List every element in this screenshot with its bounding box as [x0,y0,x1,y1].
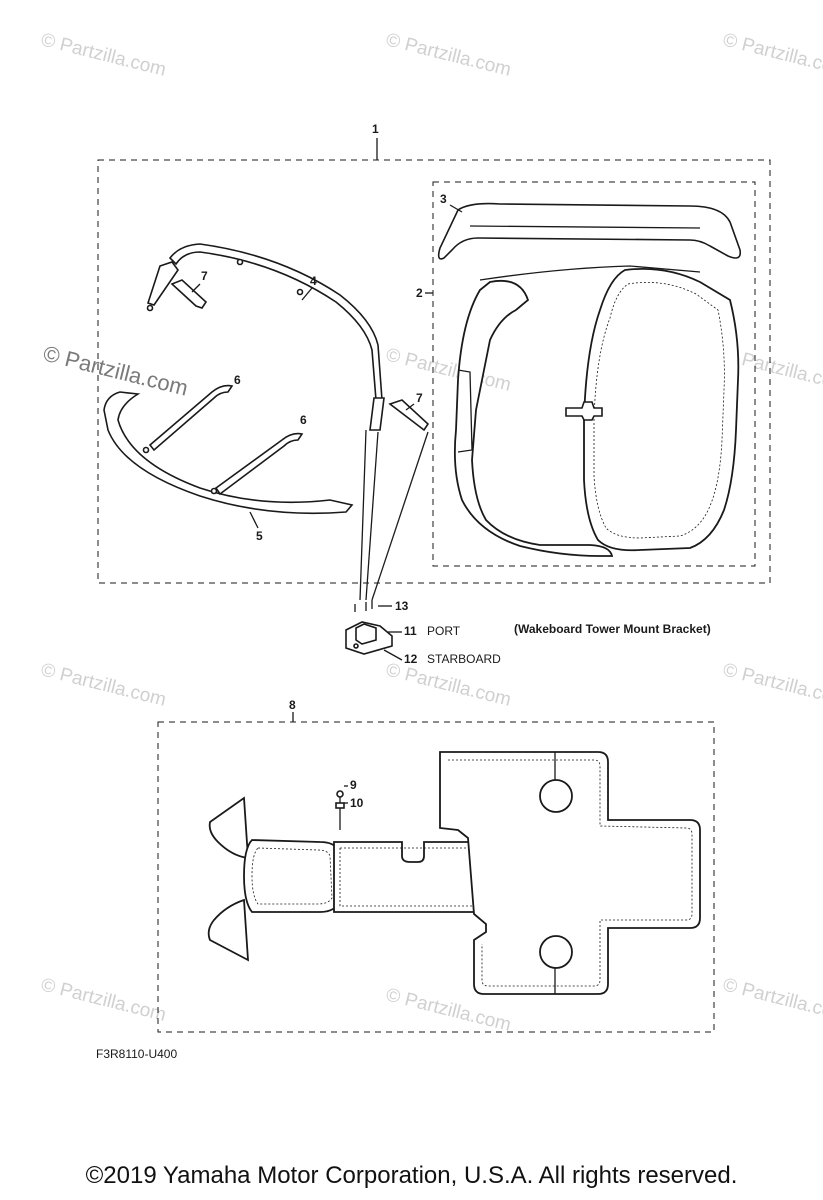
bracket-top [355,623,377,645]
leader-line [191,283,201,293]
bracket-note: (Wakeboard Tower Mount Bracket) [514,622,711,636]
callout-7b[interactable]: 7 [416,391,423,405]
leader-line [371,431,429,601]
watermark: © Partzilla.com [721,29,823,80]
part-6-strut-a[interactable] [148,384,234,452]
mat-stern-pad[interactable] [243,839,341,913]
watermark: © Partzilla.com [384,344,513,395]
part-10-fastener[interactable] [335,802,345,809]
mat-top-edge [479,265,701,281]
assembly-1-boundary [97,159,771,584]
part-2-mat[interactable] [453,265,740,557]
assembly-8: 8 9 10 [157,698,715,1033]
part-6-strut-b[interactable] [214,432,304,496]
part-4-bracket [369,397,385,431]
mat-triangle-top[interactable] [208,796,249,860]
rail-bolt [142,446,150,454]
part-5-rail[interactable] [103,391,354,515]
leader-line [365,431,379,601]
leader-line [359,429,367,601]
rail-bolt [146,304,154,312]
mat-triangle-bottom[interactable] [207,898,250,962]
label-starboard: STARBOARD [427,652,501,666]
part-4-rail[interactable] [168,243,383,401]
drawing-code: F3R8110-U400 [96,1047,177,1061]
part-4-end-fitting [146,261,179,306]
callout-7a[interactable]: 7 [201,269,208,283]
assembly-1: 1 2 3 4 7 7 [97,122,771,601]
rail-bolt [236,258,244,266]
watermark-dark: © Partzilla.com [41,341,191,401]
callout-2[interactable]: 2 [416,286,423,300]
mat-hole-top [539,779,573,813]
part-7-right[interactable] [388,399,430,432]
leader-line [405,403,415,411]
rail-bolt [296,288,304,296]
callout-9[interactable]: 9 [350,778,357,792]
leader-line [383,649,403,661]
mat-inner-line [593,282,725,539]
mat-left-side [453,279,614,557]
watermark: © Partzilla.com [721,974,823,1025]
callout-6b[interactable]: 6 [300,413,307,427]
callout-5[interactable]: 5 [256,529,263,543]
leader-line [249,511,259,529]
mat-hole-bottom [539,935,573,969]
assembly-8-boundary [157,721,715,1033]
watermark: © Partzilla.com [39,29,168,80]
mat-center-tab [565,401,603,421]
mat-stern-inner [251,847,333,905]
leader-line [449,204,463,213]
tower-mount-bracket: 13 11 PORT 12 STARBOARD (Wakeboard Tower… [345,599,711,666]
callout-10[interactable]: 10 [350,796,364,810]
callout-11[interactable]: 11 [404,624,417,638]
label-port: PORT [427,624,461,638]
callout-8[interactable]: 8 [289,698,296,712]
bracket-hole [353,643,359,649]
callout-3[interactable]: 3 [440,192,447,206]
watermark: © Partzilla.com [384,29,513,80]
callout-12[interactable]: 12 [404,652,418,666]
watermark: © Partzilla.com [384,659,513,710]
part-9-fastener[interactable] [336,790,344,798]
part-7-left[interactable] [170,279,208,309]
mat-center-pad[interactable] [333,841,499,913]
part-3-pad[interactable] [437,202,742,260]
watermark: © Partzilla.com [721,659,823,710]
callout-1[interactable]: 1 [372,122,379,136]
mat-front-deck[interactable] [439,751,701,995]
watermark: © Partzilla.com [39,659,168,710]
mat-notch [457,369,473,453]
callout-4[interactable]: 4 [310,274,317,288]
part-3-detail [469,225,701,229]
callout-13[interactable]: 13 [395,599,409,613]
copyright-text: ©2019 Yamaha Motor Corporation, U.S.A. A… [85,1162,738,1189]
rail-bolt [210,487,218,495]
callout-6a[interactable]: 6 [234,373,241,387]
leader-line [301,287,313,301]
watermark: © Partzilla.com [39,974,168,1025]
mat-right-side [583,267,740,552]
